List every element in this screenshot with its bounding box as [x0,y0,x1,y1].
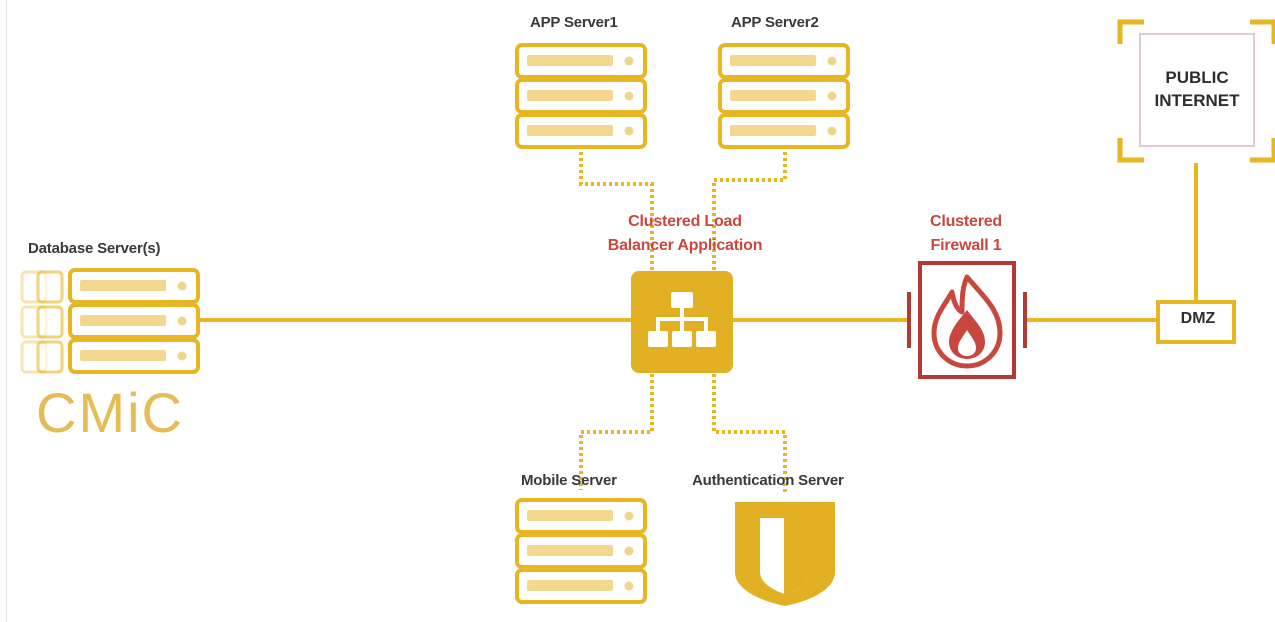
auth-server-label: Authentication Server [692,472,844,489]
firewall-label-line2: Firewall 1 [930,237,1002,254]
link-app2-lb [712,146,787,270]
app-server-2-icon [718,43,850,149]
firewall-label: Clustered Firewall 1 [906,210,1026,258]
link-app1-lb [579,146,654,270]
public-internet-label: PUBLIC INTERNET [1140,66,1254,112]
load-balancer-label: Clustered Load Balancer Application [590,210,780,258]
connections [200,146,1198,494]
network-hierarchy-icon [631,271,733,373]
link-lb-mobile [579,374,654,490]
firewall-label-line1: Clustered [930,213,1002,230]
public-internet-frame [1117,19,1275,163]
public-internet-line2: INTERNET [1154,91,1240,110]
firewall-icon [907,261,1027,379]
dmz-label: DMZ [1180,310,1216,327]
dmz-box [1156,300,1236,344]
load-balancer-label-line1: Clustered Load [628,213,742,230]
left-border [6,0,7,622]
mobile-server-icon [515,498,647,604]
mobile-server-label: Mobile Server [521,472,617,489]
fire-icon [931,274,1003,369]
public-internet-line1: PUBLIC [1165,68,1229,87]
load-balancer-label-line2: Balancer Application [607,237,763,254]
app-server-1-icon [515,43,647,149]
cmic-logo: CMiC [36,381,184,444]
database-server-icon [20,268,200,374]
app-server-1-label: APP Server1 [530,14,618,31]
app-server-2-label: APP Server2 [731,14,819,31]
database-server-label: Database Server(s) [28,240,161,257]
shield-icon [735,502,835,606]
